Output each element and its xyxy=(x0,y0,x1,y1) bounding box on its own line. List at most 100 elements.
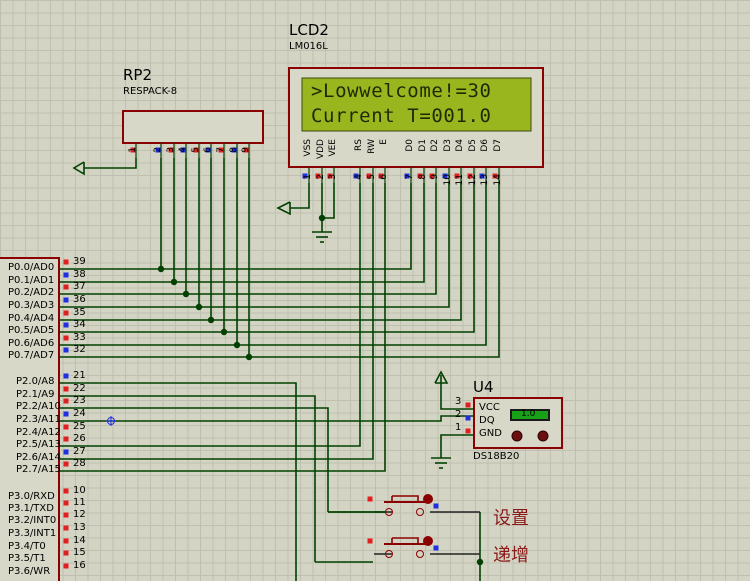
ds18b20-up-icon[interactable] xyxy=(537,430,549,442)
mcu-pin-marker[interactable] xyxy=(63,373,69,379)
rp-pin-marker[interactable] xyxy=(218,147,224,153)
sensor-vcc-wire[interactable] xyxy=(440,375,474,410)
rp-pin-marker[interactable] xyxy=(231,147,237,153)
button-press-icon[interactable] xyxy=(423,494,433,504)
mcu-pin-p0-number: 32 xyxy=(73,344,86,355)
p0-data-bus-wire[interactable] xyxy=(59,183,487,346)
mcu-pin-marker[interactable] xyxy=(63,272,69,278)
mcu-pin-marker[interactable] xyxy=(63,411,69,417)
lcd-pin-marker[interactable] xyxy=(429,173,435,179)
p22-wire[interactable] xyxy=(59,407,329,512)
button-press-icon[interactable] xyxy=(423,536,433,546)
button-actuator-icon[interactable] xyxy=(392,537,419,544)
mcu-pin-p2-name: P2.7/A15 xyxy=(16,464,61,475)
rp-pin-marker[interactable] xyxy=(193,147,199,153)
rp-pin-marker[interactable] xyxy=(155,147,161,153)
mcu-pin-marker[interactable] xyxy=(63,398,69,404)
ds18b20-display-fill xyxy=(512,411,548,419)
p0-data-bus-wire[interactable] xyxy=(59,183,450,308)
button-contact-icon xyxy=(416,508,424,516)
lcd-pin-marker[interactable] xyxy=(479,173,485,179)
lcd-pin-marker[interactable] xyxy=(417,173,423,179)
rp-pin-number: 9 xyxy=(241,147,251,153)
button-pin-marker[interactable] xyxy=(433,503,439,509)
lcd-pin-name: D2 xyxy=(430,139,440,152)
button-pin-marker[interactable] xyxy=(433,545,439,551)
mcu-pin-marker[interactable] xyxy=(63,335,69,341)
rp-pin-marker[interactable] xyxy=(205,147,211,153)
mcu-pin-p2-name: P2.5/A13 xyxy=(16,439,61,450)
mcu-pin-p0-name: P0.4/AD4 xyxy=(8,313,55,324)
lcd-pin-marker[interactable] xyxy=(454,173,460,179)
lcd-pin-marker[interactable] xyxy=(442,173,448,179)
lcd-pin-marker[interactable] xyxy=(353,173,359,179)
rp-pin-marker[interactable] xyxy=(168,147,174,153)
p0-data-bus-wire[interactable] xyxy=(59,183,475,333)
lcd-pin-marker[interactable] xyxy=(378,173,384,179)
p0-data-bus-wire[interactable] xyxy=(59,183,462,321)
rp-pin-number: 8 xyxy=(229,147,239,153)
mcu-pin-marker[interactable] xyxy=(63,284,69,290)
e-wire[interactable] xyxy=(59,183,386,472)
p0-data-bus-wire[interactable] xyxy=(59,183,425,283)
lcd-pin-marker[interactable] xyxy=(366,173,372,179)
mcu-pin-marker[interactable] xyxy=(63,525,69,531)
lcd-pin-marker[interactable] xyxy=(302,173,308,179)
mcu-pin-marker[interactable] xyxy=(63,310,69,316)
mcu-pin-marker[interactable] xyxy=(63,488,69,494)
rp-pin-marker[interactable] xyxy=(180,147,186,153)
p0-data-bus-wire[interactable] xyxy=(59,183,500,358)
sensor-gnd-wire[interactable] xyxy=(440,434,474,458)
mcu-pin-p3-number: 14 xyxy=(73,535,86,546)
mcu-pin-marker[interactable] xyxy=(63,259,69,265)
mcu-pin-p3-number: 15 xyxy=(73,547,86,558)
lcd-pin-marker[interactable] xyxy=(315,173,321,179)
mcu-pin-marker[interactable] xyxy=(63,512,69,518)
ds18b20-down-icon[interactable] xyxy=(511,430,523,442)
lcd-power-arrow-icon[interactable] xyxy=(276,201,291,216)
sensor-power-arrow-icon[interactable] xyxy=(434,370,449,384)
rs-wire[interactable] xyxy=(59,183,361,447)
rp-common-wire[interactable] xyxy=(84,158,137,169)
lcd-pin-marker[interactable] xyxy=(492,173,498,179)
rw-wire[interactable] xyxy=(59,183,374,460)
rp-pin-marker[interactable] xyxy=(130,147,136,153)
resistor-pack-body[interactable] xyxy=(122,110,264,144)
rp-power-arrow-icon[interactable] xyxy=(72,161,85,176)
p0-data-bus-wire[interactable] xyxy=(59,183,412,270)
sensor-pin-marker[interactable] xyxy=(465,415,471,421)
button-pin-marker[interactable] xyxy=(367,538,373,544)
p0-data-bus-wire[interactable] xyxy=(59,183,437,295)
lcd-vdd-vee-wire[interactable] xyxy=(321,183,335,219)
mcu-pin-marker[interactable] xyxy=(63,538,69,544)
lcd-pin-marker[interactable] xyxy=(404,173,410,179)
mcu-pin-marker[interactable] xyxy=(63,461,69,467)
mcu-pin-marker[interactable] xyxy=(63,386,69,392)
mcu-pin-marker[interactable] xyxy=(63,449,69,455)
dq-wire[interactable] xyxy=(59,415,474,422)
button-pin-marker[interactable] xyxy=(367,496,373,502)
sensor-pin-marker[interactable] xyxy=(465,428,471,434)
mcu-pin-marker[interactable] xyxy=(63,550,69,556)
rp-pin-marker[interactable] xyxy=(243,147,249,153)
mcu-pin-marker[interactable] xyxy=(63,322,69,328)
button-actuator-icon[interactable] xyxy=(392,495,419,502)
mcu-body[interactable] xyxy=(0,257,60,581)
mcu-pin-p0-number: 33 xyxy=(73,332,86,343)
lcd-pin-number: 5 xyxy=(367,174,377,180)
mcu-pin-p2-name: P2.0/A8 xyxy=(16,376,55,387)
mcu-pin-marker[interactable] xyxy=(63,563,69,569)
mcu-pin-marker[interactable] xyxy=(63,347,69,353)
mcu-pin-marker[interactable] xyxy=(63,297,69,303)
mcu-pin-marker[interactable] xyxy=(63,500,69,506)
lcd-pin-marker[interactable] xyxy=(467,173,473,179)
mcu-pin-marker[interactable] xyxy=(63,424,69,430)
lcd-pin-marker[interactable] xyxy=(327,173,333,179)
sensor-pin-marker[interactable] xyxy=(465,402,471,408)
mcu-pin-marker[interactable] xyxy=(63,436,69,442)
p21-wire[interactable] xyxy=(59,395,316,562)
lcd-vss-wire[interactable] xyxy=(290,183,310,209)
p20-wire[interactable] xyxy=(59,382,297,581)
lcd-pin-number: 4 xyxy=(354,174,364,180)
voltage-probe-icon[interactable] xyxy=(107,417,115,425)
